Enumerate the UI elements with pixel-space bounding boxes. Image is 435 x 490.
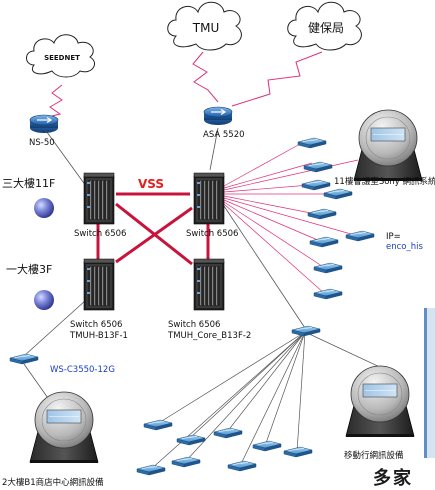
link-core-distribution <box>223 205 306 329</box>
access-switch <box>213 427 243 439</box>
access-switch <box>307 208 337 220</box>
access-switches-bottom <box>136 419 313 476</box>
access-switch <box>171 456 201 468</box>
overlay-window-edge <box>424 308 435 458</box>
watermark-text: 多家 <box>373 467 413 489</box>
access-switch <box>227 460 257 472</box>
link-seednet-ns50 <box>43 84 63 119</box>
server-mobile-label: 移動行網訊設備 <box>344 450 404 461</box>
cloud-seednet: SEEDNET <box>26 34 95 78</box>
server-sony-label: 11樓會議室Sony 網訊系統 <box>334 176 435 187</box>
server-mobile <box>345 365 415 438</box>
access-switch-ws-c3550-label: WS-C3550-12G <box>50 365 115 375</box>
core-switch-br-label-1: Switch 6506 <box>168 320 220 330</box>
network-links <box>23 51 383 471</box>
cloud-tmu: TMU <box>167 1 242 51</box>
core-switch-tl <box>83 172 115 225</box>
core-switch-br-label-2: TMUH_Core_B13F-2 <box>167 331 251 341</box>
core-switch-tr-label: Switch 6506 <box>186 229 238 239</box>
cloud-tmu-label: TMU <box>192 21 219 35</box>
access-switch <box>252 440 282 452</box>
core-switch-bl-label-1: Switch 6506 <box>70 320 122 330</box>
cloud-nhi-label: 健保局 <box>308 21 344 35</box>
floor-sphere-icon <box>34 290 54 310</box>
access-switch <box>176 434 206 446</box>
access-switch <box>345 230 375 242</box>
link-tmu-asa <box>192 51 219 103</box>
vss-label: VSS <box>138 177 164 191</box>
server-b1-center-label: 2大樓B1商店中心網訊設備 <box>2 477 104 488</box>
link-tr-bl <box>115 206 193 264</box>
router-arrows-icon <box>37 116 53 124</box>
core-switch-tr <box>193 172 225 225</box>
ip-value: enco_his <box>386 242 423 252</box>
floor-label-b1-3f: 一大樓3F <box>6 262 52 276</box>
access-switch <box>136 464 166 476</box>
firewall-asa-label: ASA 5520 <box>203 130 245 140</box>
distribution-switch <box>291 325 321 337</box>
access-switch <box>301 179 331 191</box>
server-sony <box>353 109 423 182</box>
floor-sphere-icon <box>34 198 54 218</box>
link-ns50-core-tl <box>43 127 87 187</box>
cloud-seednet-label: SEEDNET <box>44 54 80 62</box>
cloud-nhi: 健保局 <box>287 1 362 51</box>
firewall-asa <box>203 106 233 125</box>
router-ns50 <box>29 114 59 133</box>
ip-label: IP= <box>386 232 401 242</box>
access-switch-ws-c3550 <box>9 353 39 365</box>
link-asa-core-tr <box>209 127 219 171</box>
access-switch <box>323 188 353 200</box>
access-switch <box>313 288 343 300</box>
access-switch <box>143 419 173 431</box>
access-switch <box>303 161 333 173</box>
core-switch-bl <box>83 258 115 311</box>
router-arrows-icon <box>211 108 227 116</box>
access-switch <box>297 137 327 149</box>
link-nhi-asa <box>231 51 323 107</box>
access-switch <box>313 262 343 274</box>
link-bl-access <box>23 299 87 357</box>
access-switch <box>283 446 313 458</box>
core-switch-br <box>193 258 225 311</box>
floor-label-b3-11f: 三大樓11F <box>2 176 55 190</box>
server-b1-center <box>29 391 99 464</box>
core-switch-tl-label: Switch 6506 <box>74 229 126 239</box>
core-switch-bl-label-2: TMUH-B13F-1 <box>69 331 128 341</box>
router-ns50-label: NS-50 <box>29 138 55 148</box>
